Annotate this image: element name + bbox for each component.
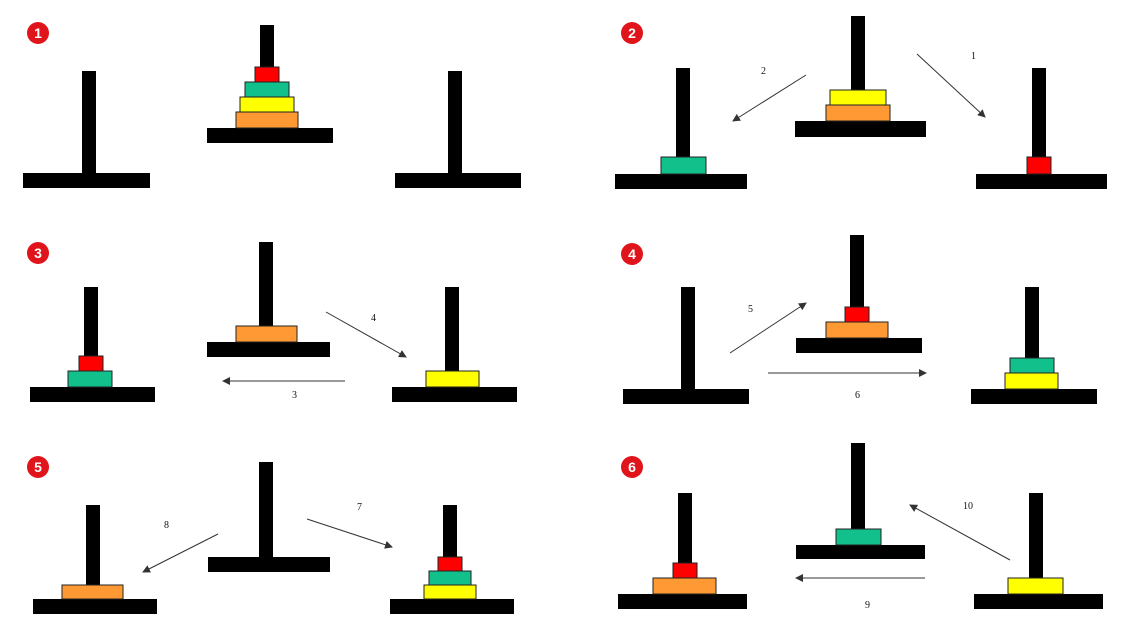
peg-middle [796,235,922,353]
disk-red [1026,156,1052,175]
peg-right [974,493,1103,609]
step-badge-3: 3 [27,242,49,264]
svg-text:6: 6 [628,459,636,475]
move-arrow-8 [142,533,219,573]
svg-text:2: 2 [628,25,636,41]
move-label-9: 9 [865,600,870,611]
move-arrow-7 [306,518,393,549]
move-label-1: 1 [971,51,976,62]
peg-right [390,505,514,614]
peg-left [23,71,150,188]
svg-text:4: 4 [628,246,636,262]
disk-red [254,66,280,83]
move-label-3: 3 [292,390,297,401]
move-arrow-2 [732,74,807,122]
disk-green [1009,357,1055,374]
disk-orange [652,577,717,595]
disk-red [437,556,463,572]
move-arrow-5 [729,302,807,354]
disk-yellow [239,96,295,113]
step-badge-4: 4 [621,243,643,265]
panel-4: 4 5 6 [621,235,1097,404]
peg-left [618,493,747,609]
disk-orange [61,584,124,600]
step-badge-6: 6 [621,456,643,478]
peg-middle [208,462,330,572]
peg-left [615,68,747,189]
svg-text:1: 1 [34,25,42,41]
disk-yellow [829,89,887,106]
panel-2: 2 1 2 [615,16,1107,189]
panel-6: 6 10 9 [618,443,1103,611]
disk-red [844,306,870,323]
step-badge-2: 2 [621,22,643,44]
peg-right [971,287,1097,404]
peg-middle [796,443,925,559]
disk-yellow [425,370,480,388]
step-badge-5: 5 [27,456,49,478]
disk-yellow [423,584,477,600]
disk-green [428,570,472,586]
disk-green [244,81,290,98]
move-label-7: 7 [357,502,362,513]
move-label-6: 6 [855,390,860,401]
move-label-5: 5 [748,304,753,315]
panel-5: 5 7 8 [27,456,514,614]
move-label-10: 10 [963,501,973,512]
disk-green [835,528,882,546]
disk-yellow [1004,372,1059,390]
peg-left [623,287,749,404]
svg-text:5: 5 [34,459,42,475]
peg-right [392,287,517,402]
disk-orange [235,111,299,129]
move-arrow-10 [909,504,1011,561]
peg-left [30,287,155,402]
panel-1: 1 [23,22,521,188]
peg-left [33,505,157,614]
peg-middle [795,16,926,137]
peg-right [976,68,1107,189]
move-arrow-1 [916,53,986,118]
peg-middle [207,242,330,357]
disk-orange [825,104,891,122]
peg-right [395,71,521,188]
step-badge-1: 1 [27,22,49,44]
panel-3: 3 4 3 [27,242,517,402]
svg-text:3: 3 [34,245,42,261]
move-label-2: 2 [761,66,766,77]
disk-orange [235,325,298,343]
disk-yellow [1007,577,1064,595]
disk-green [660,156,707,175]
disk-red [78,355,104,372]
disk-red [672,562,698,579]
disk-green [67,370,113,388]
move-arrow-4 [325,311,407,358]
move-label-8: 8 [164,520,169,531]
disk-orange [825,321,889,339]
peg-middle [207,25,333,143]
move-label-4: 4 [371,313,376,324]
